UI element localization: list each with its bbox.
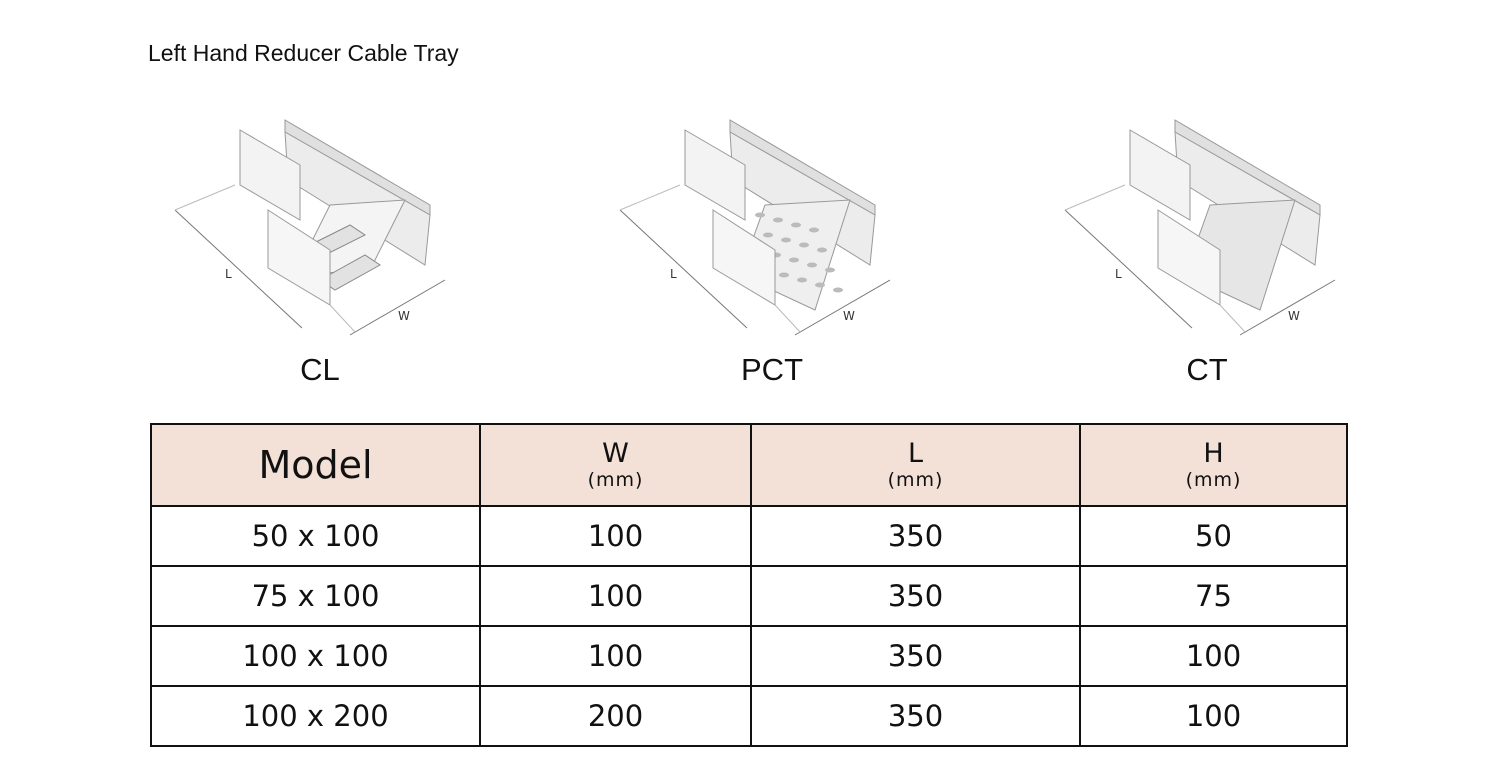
table-cell: 75 x 100: [150, 565, 481, 627]
page-title: Left Hand Reducer Cable Tray: [148, 40, 459, 66]
table-cell: 350: [750, 685, 1081, 747]
figure-caption: PCT: [741, 352, 803, 387]
header-unit: (mm): [1185, 469, 1242, 491]
cable-tray-illustration: L W: [150, 110, 450, 340]
cable-tray-illustration: L W: [1040, 110, 1340, 340]
header-model: Model: [150, 423, 481, 507]
dim-label-w: W: [843, 309, 855, 323]
table-header-row: Model W(mm) L(mm) H(mm): [150, 423, 1348, 507]
header-unit: (mm): [887, 469, 944, 491]
table-cell: 100: [1079, 625, 1348, 687]
table-cell: 100: [479, 565, 752, 627]
figure-caption: CT: [1186, 352, 1228, 387]
dim-label-l: L: [1115, 267, 1122, 281]
header-h: H(mm): [1079, 423, 1348, 507]
dim-label-w: W: [1288, 309, 1300, 323]
header-label: H: [1203, 438, 1224, 469]
table-cell: 350: [750, 625, 1081, 687]
table-cell: 50 x 100: [150, 505, 481, 567]
figure-caption: CL: [300, 352, 340, 387]
table-cell: 200: [479, 685, 752, 747]
cable-tray-illustration: L W: [595, 110, 895, 340]
table-cell: 100: [479, 505, 752, 567]
table-cell: 350: [750, 505, 1081, 567]
table-cell: 100: [1079, 685, 1348, 747]
table-cell: 50: [1079, 505, 1348, 567]
table-cell: 100 x 200: [150, 685, 481, 747]
table-cell: 75: [1079, 565, 1348, 627]
table-cell: 100 x 100: [150, 625, 481, 687]
header-w: W(mm): [479, 423, 752, 507]
dim-label-l: L: [225, 267, 232, 281]
table-cell: 350: [750, 565, 1081, 627]
dim-label-l: L: [670, 267, 677, 281]
header-label: L: [907, 438, 924, 469]
dim-label-w: W: [398, 309, 410, 323]
header-label: W: [602, 438, 629, 469]
header-l: L(mm): [750, 423, 1081, 507]
header-unit: (mm): [587, 469, 644, 491]
table-cell: 100: [479, 625, 752, 687]
